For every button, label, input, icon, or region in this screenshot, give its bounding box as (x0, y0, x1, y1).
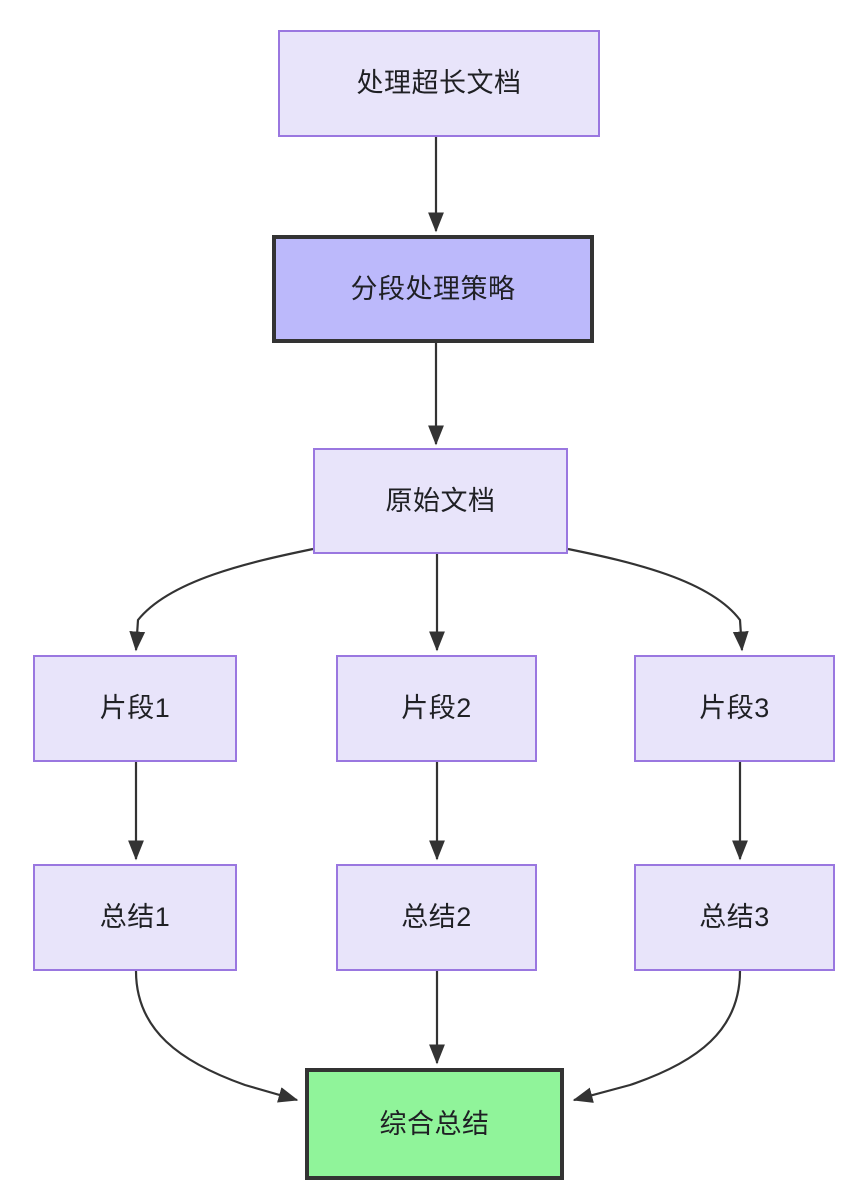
edge-source-to-chunk1 (129, 547, 314, 652)
node-final-summary[interactable]: 综合总结 (305, 1068, 564, 1180)
node-label: 总结3 (699, 902, 770, 933)
node-label: 片段1 (99, 693, 171, 724)
node-chunk-2[interactable]: 片段2 (336, 655, 537, 762)
node-label: 片段2 (401, 693, 472, 724)
node-summary-2[interactable]: 总结2 (336, 864, 537, 971)
node-label: 分段处理策略 (350, 273, 516, 304)
edge-source-to-chunk3 (567, 547, 749, 652)
edge-summary3-to-final (572, 970, 742, 1103)
node-label: 片段3 (699, 693, 770, 724)
node-chunk-1[interactable]: 片段1 (33, 655, 237, 762)
node-chunk-3[interactable]: 片段3 (634, 655, 835, 762)
node-label: 原始文档 (385, 485, 496, 516)
node-source-document[interactable]: 原始文档 (313, 448, 568, 554)
node-summary-3[interactable]: 总结3 (634, 864, 835, 971)
node-label: 总结1 (99, 902, 171, 933)
node-process-long-document[interactable]: 处理超长文档 (278, 30, 600, 137)
edge-summary1-to-final (134, 970, 299, 1103)
node-label: 综合总结 (379, 1108, 490, 1139)
node-summary-1[interactable]: 总结1 (33, 864, 237, 971)
node-chunking-strategy[interactable]: 分段处理策略 (272, 235, 594, 343)
node-label: 总结2 (401, 902, 472, 933)
node-label: 处理超长文档 (356, 68, 522, 99)
